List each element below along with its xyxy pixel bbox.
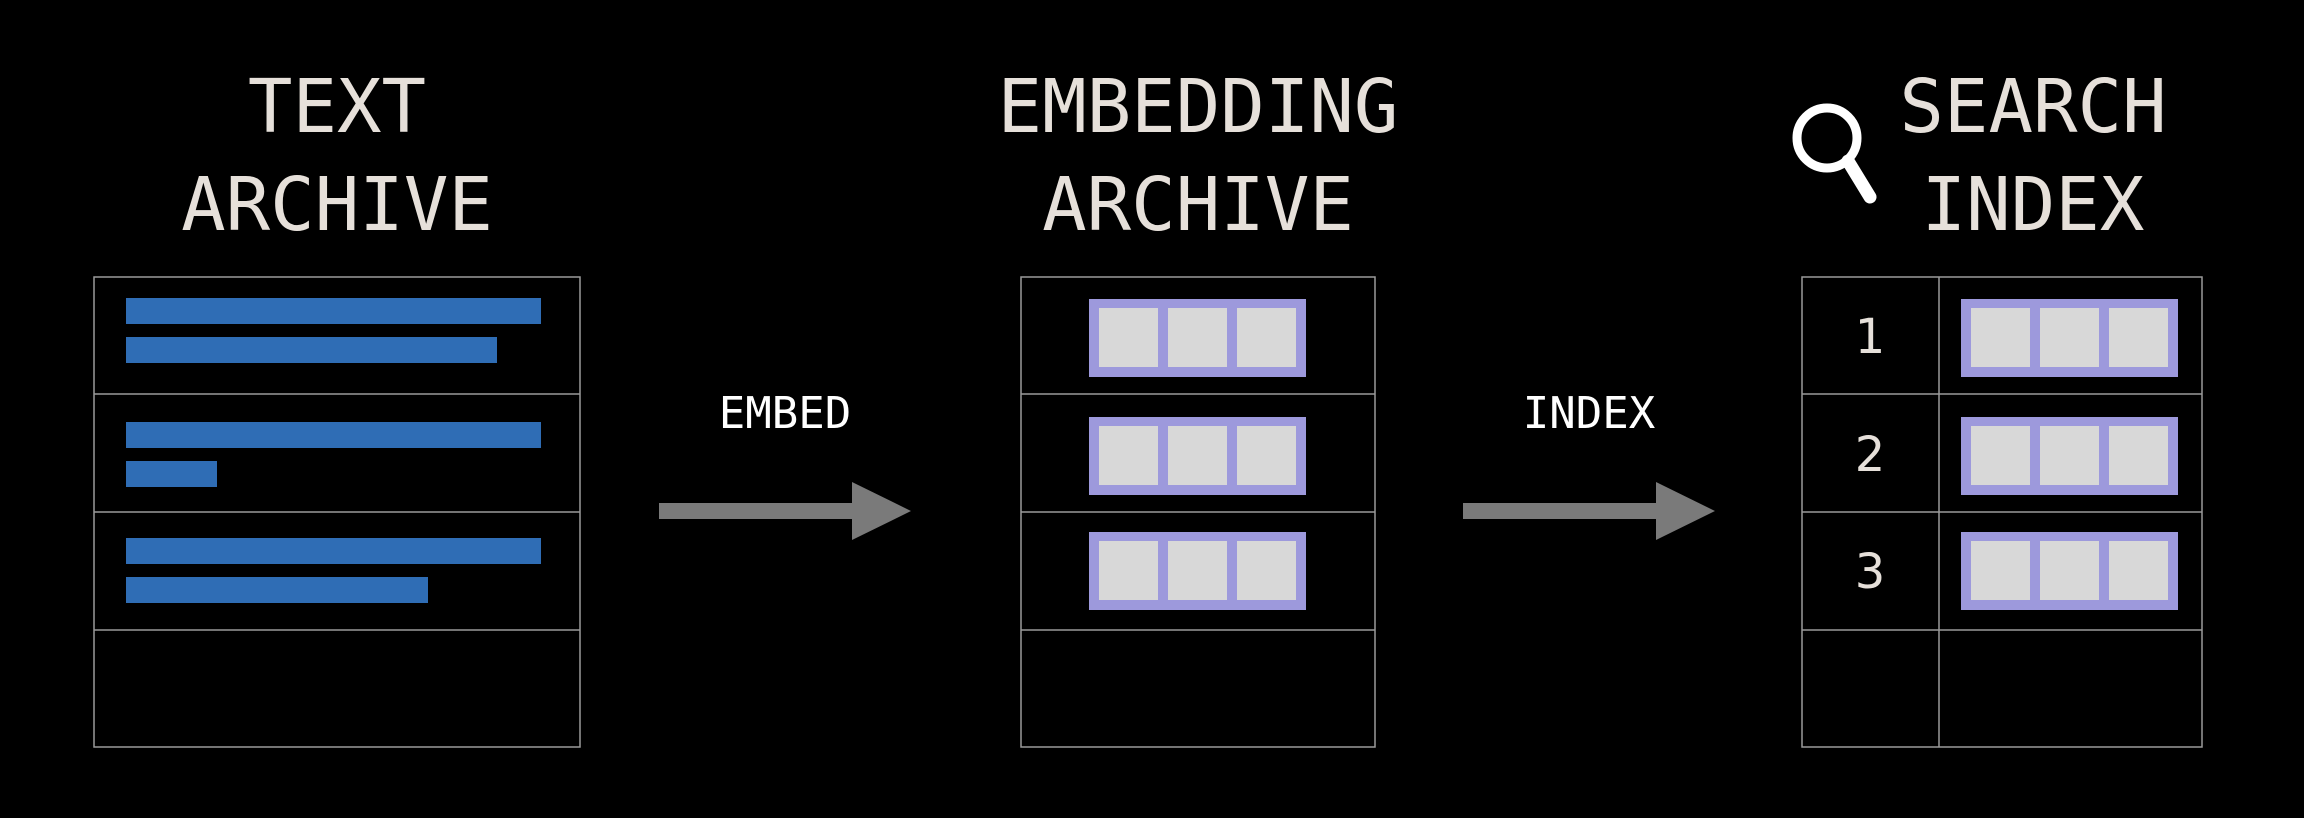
text-document-3 — [126, 538, 541, 603]
index-row-number: 1 — [1855, 309, 1886, 365]
search-index-title-line1: SEARCH — [1899, 64, 2166, 150]
text-document-2 — [126, 422, 541, 487]
vector-cell — [2109, 541, 2168, 600]
vector-cell — [1237, 308, 1296, 367]
index-row-number: 2 — [1855, 427, 1886, 483]
vector-cell — [1168, 426, 1227, 485]
embedding-archive-column: EMBEDDING ARCHIVE — [998, 64, 1399, 748]
arrow-head — [852, 482, 911, 540]
embed-arrow-label: EMBED — [719, 388, 851, 439]
vector-cell — [1168, 308, 1227, 367]
embedding-archive-table — [1020, 276, 1376, 748]
vector-cell — [1099, 426, 1158, 485]
vector-cell — [2040, 308, 2099, 367]
vector-cell — [1971, 426, 2030, 485]
vector-cell — [1168, 541, 1227, 600]
embedding-archive-title-line1: EMBEDDING — [998, 64, 1399, 150]
text-archive-title-line1: TEXT — [248, 64, 426, 150]
text-archive-column: TEXT ARCHIVE — [93, 64, 581, 748]
embedding-archive-title-line2: ARCHIVE — [1042, 162, 1354, 248]
vector-cell — [1237, 541, 1296, 600]
index-arrow: INDEX — [1463, 388, 1715, 540]
vector-cell — [1237, 426, 1296, 485]
text-document-1 — [126, 298, 541, 363]
text-line-bar — [126, 538, 541, 564]
embed-arrow: EMBED — [659, 388, 911, 540]
index-row-number: 3 — [1855, 544, 1886, 600]
vector-cell — [2040, 426, 2099, 485]
embedding-vector-3 — [1089, 532, 1306, 610]
vector-cell — [2109, 426, 2168, 485]
text-line-bar — [126, 577, 428, 603]
text-line-bar — [126, 337, 497, 363]
text-archive-title-line2: ARCHIVE — [181, 162, 493, 248]
vector-cell — [2040, 541, 2099, 600]
indexed-vector-2 — [1961, 417, 2178, 495]
index-arrow-label: INDEX — [1523, 388, 1656, 439]
vector-cell — [2109, 308, 2168, 367]
vector-cell — [1971, 308, 2030, 367]
arrow-head — [1656, 482, 1715, 540]
search-index-column: SEARCH INDEX 1 2 3 — [1792, 64, 2203, 748]
text-archive-table — [93, 276, 581, 748]
vector-cell — [1971, 541, 2030, 600]
embedding-vector-2 — [1089, 417, 1306, 495]
search-index-table: 1 2 3 — [1801, 276, 2203, 748]
search-index-title-line2: INDEX — [1922, 162, 2145, 248]
embedding-vector-1 — [1089, 299, 1306, 377]
text-line-bar — [126, 298, 541, 324]
arrow-shaft — [659, 503, 857, 519]
text-line-bar — [126, 461, 217, 487]
indexed-vector-3 — [1961, 532, 2178, 610]
arrow-shaft — [1463, 503, 1661, 519]
vector-cell — [1099, 308, 1158, 367]
indexed-vector-1 — [1961, 299, 2178, 377]
magnifier-icon — [1792, 103, 1877, 204]
vector-cell — [1099, 541, 1158, 600]
text-line-bar — [126, 422, 541, 448]
